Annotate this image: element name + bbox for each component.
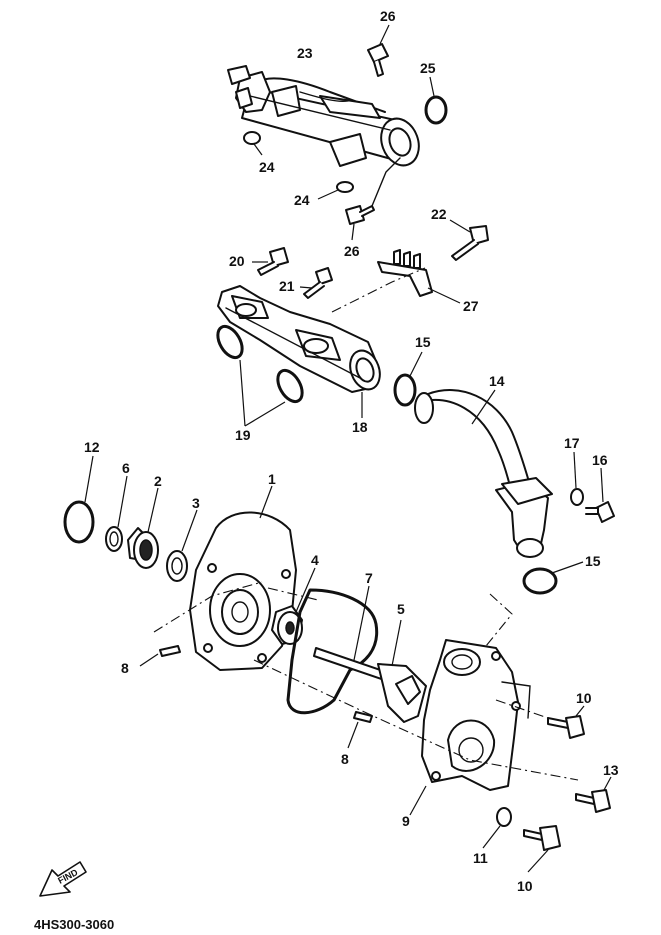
part-5-impeller-shaft[interactable] [313, 619, 427, 723]
part-13-bolt[interactable] [575, 776, 612, 813]
part-11-washer[interactable] [482, 807, 512, 849]
callout-7: 7 [365, 570, 373, 586]
callout-18: 18 [352, 419, 368, 435]
part-26-bolt-top[interactable] [367, 24, 390, 77]
part-12-o-ring[interactable] [63, 455, 95, 544]
callout-25: 25 [420, 60, 436, 76]
callout-8-lower: 8 [341, 751, 349, 767]
callout-8-left: 8 [121, 660, 129, 676]
part-2-bearing[interactable] [127, 487, 159, 569]
part-20-bolt[interactable] [252, 247, 289, 276]
callout-22: 22 [431, 206, 447, 222]
callout-24-lower: 24 [294, 192, 310, 208]
part-16-bolt[interactable] [585, 467, 615, 523]
part-6-circlip[interactable] [105, 475, 128, 552]
callout-6: 6 [122, 460, 130, 476]
find-arrow-icon: FIND [39, 861, 87, 897]
part-3-oil-seal[interactable] [166, 509, 198, 582]
part-8-dowel-pin-b[interactable] [347, 711, 373, 749]
callout-1: 1 [268, 471, 276, 487]
part-14-water-hose[interactable] [414, 389, 553, 558]
callout-11: 11 [473, 850, 488, 866]
callout-27: 27 [463, 298, 479, 314]
callout-15-lower: 15 [585, 553, 601, 569]
callout-26-top: 26 [380, 8, 396, 24]
callout-21: 21 [279, 278, 295, 294]
part-21-bolt[interactable] [299, 267, 333, 299]
callout-5: 5 [397, 601, 405, 617]
callout-13: 13 [603, 762, 619, 778]
part-27-bracket[interactable] [377, 249, 461, 304]
part-22-bolt[interactable] [449, 219, 489, 261]
callout-16: 16 [592, 452, 608, 468]
part-18-water-pipe[interactable] [217, 285, 385, 418]
callout-3: 3 [192, 495, 200, 511]
part-24-o-ring-b[interactable] [317, 181, 354, 200]
callout-23: 23 [297, 45, 313, 61]
part-26-bolt-lower[interactable] [345, 157, 401, 241]
part-15-o-ring-upper[interactable] [393, 351, 423, 407]
part-17-washer[interactable] [570, 451, 584, 506]
part-10-bolt-lower[interactable] [523, 825, 561, 873]
callout-20: 20 [229, 253, 245, 269]
callout-9: 9 [402, 813, 410, 829]
part-7-gasket[interactable] [286, 585, 379, 715]
part-25-o-ring[interactable] [424, 76, 448, 125]
part-9-pump-housing[interactable] [409, 639, 531, 816]
part-24-o-ring-a[interactable] [243, 131, 263, 156]
part-8-dowel-pin-a[interactable] [139, 645, 181, 667]
diagram-code: 4HS300-3060 [34, 917, 114, 932]
part-10-bolt-upper[interactable] [547, 705, 585, 739]
callout-24-upper: 24 [259, 159, 275, 175]
callout-26-lower: 26 [344, 243, 360, 259]
callout-4: 4 [311, 552, 319, 568]
part-23-water-pipe[interactable] [227, 65, 425, 171]
callout-14: 14 [489, 373, 505, 389]
callout-17: 17 [564, 435, 580, 451]
callout-10-lower: 10 [517, 878, 533, 894]
part-15-o-ring-lower[interactable] [522, 561, 584, 595]
callout-2: 2 [154, 473, 162, 489]
callout-15-upper: 15 [415, 334, 431, 350]
part-19-o-rings[interactable] [213, 322, 307, 427]
callout-10-upper: 10 [576, 690, 592, 706]
callout-19: 19 [235, 427, 251, 443]
callout-12: 12 [84, 439, 100, 455]
